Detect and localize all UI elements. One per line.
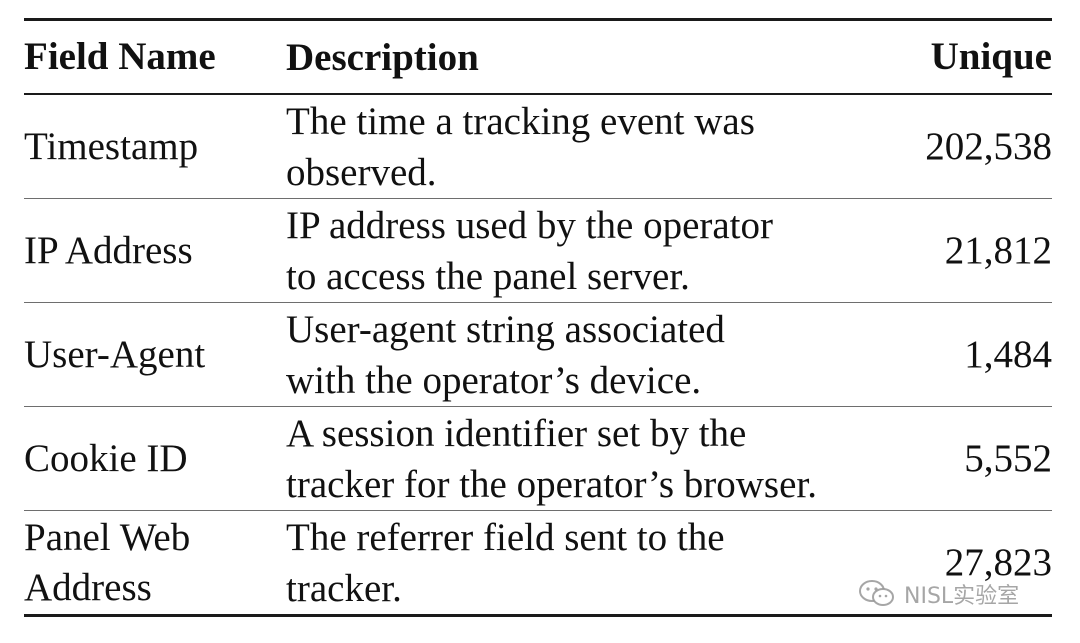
row-divider [24, 510, 1052, 511]
description-line: IP address used by the operator [286, 203, 774, 247]
description-cell: The time a tracking event was observed. [286, 96, 886, 198]
field-name-line: Address [24, 565, 152, 609]
field-name-line: User-Agent [24, 332, 206, 376]
description-line: The time a tracking event was [286, 99, 755, 143]
watermark: NISL实验室 [858, 578, 1019, 610]
description-line: with the operator’s device. [286, 358, 702, 402]
field-name-line: Cookie ID [24, 436, 188, 480]
table-header-row: Field Name Description Unique [24, 21, 1052, 93]
description-line: tracker for the operator’s browser. [286, 462, 817, 506]
unique-count-cell: 27,823 [944, 540, 1052, 584]
table-row: Cookie ID A session identifier set by th… [24, 407, 1052, 510]
field-name-cell: Timestamp [24, 122, 286, 172]
description-line: to access the panel server. [286, 254, 690, 298]
watermark-text: NISL实验室 [904, 584, 1020, 609]
unique-count-cell: 21,812 [944, 228, 1052, 272]
field-name-cell: Panel Web Address [24, 513, 286, 613]
header-unique: Unique [930, 35, 1052, 78]
header-description: Description [286, 35, 479, 79]
unique-count-cell: 202,538 [925, 124, 1052, 168]
description-cell: User-agent string associated with the op… [286, 304, 886, 406]
field-name-cell: Cookie ID [24, 434, 286, 484]
table-bottom-rule [24, 614, 1052, 617]
table-top-rule [24, 18, 1052, 21]
table-row: User-Agent User-agent string associated … [24, 303, 1052, 406]
wechat-icon [858, 579, 896, 609]
data-table: Field Name Description Unique Timestamp … [24, 18, 1052, 617]
row-divider [24, 198, 1052, 199]
description-line: User-agent string associated [286, 307, 725, 351]
unique-count-cell: 1,484 [964, 332, 1052, 376]
field-name-cell: User-Agent [24, 330, 286, 380]
row-divider [24, 406, 1052, 407]
description-line: tracker. [286, 566, 402, 610]
description-line: observed. [286, 150, 437, 194]
field-name-line: IP Address [24, 228, 193, 272]
header-rule [24, 93, 1052, 95]
description-cell: The referrer field sent to the tracker. [286, 512, 886, 614]
field-name-line: Panel Web [24, 515, 191, 559]
description-cell: IP address used by the operator to acces… [286, 200, 886, 302]
table-row: Timestamp The time a tracking event was … [24, 95, 1052, 198]
header-field-name: Field Name [24, 35, 216, 78]
field-name-line: Timestamp [24, 124, 199, 168]
description-line: The referrer field sent to the [286, 515, 725, 559]
row-divider [24, 302, 1052, 303]
table-row: IP Address IP address used by the operat… [24, 199, 1052, 302]
unique-count-cell: 5,552 [964, 436, 1052, 480]
field-name-cell: IP Address [24, 226, 286, 276]
description-cell: A session identifier set by the tracker … [286, 408, 886, 510]
table-row: Panel Web Address The referrer field sen… [24, 511, 1052, 614]
description-line: A session identifier set by the [286, 411, 747, 455]
